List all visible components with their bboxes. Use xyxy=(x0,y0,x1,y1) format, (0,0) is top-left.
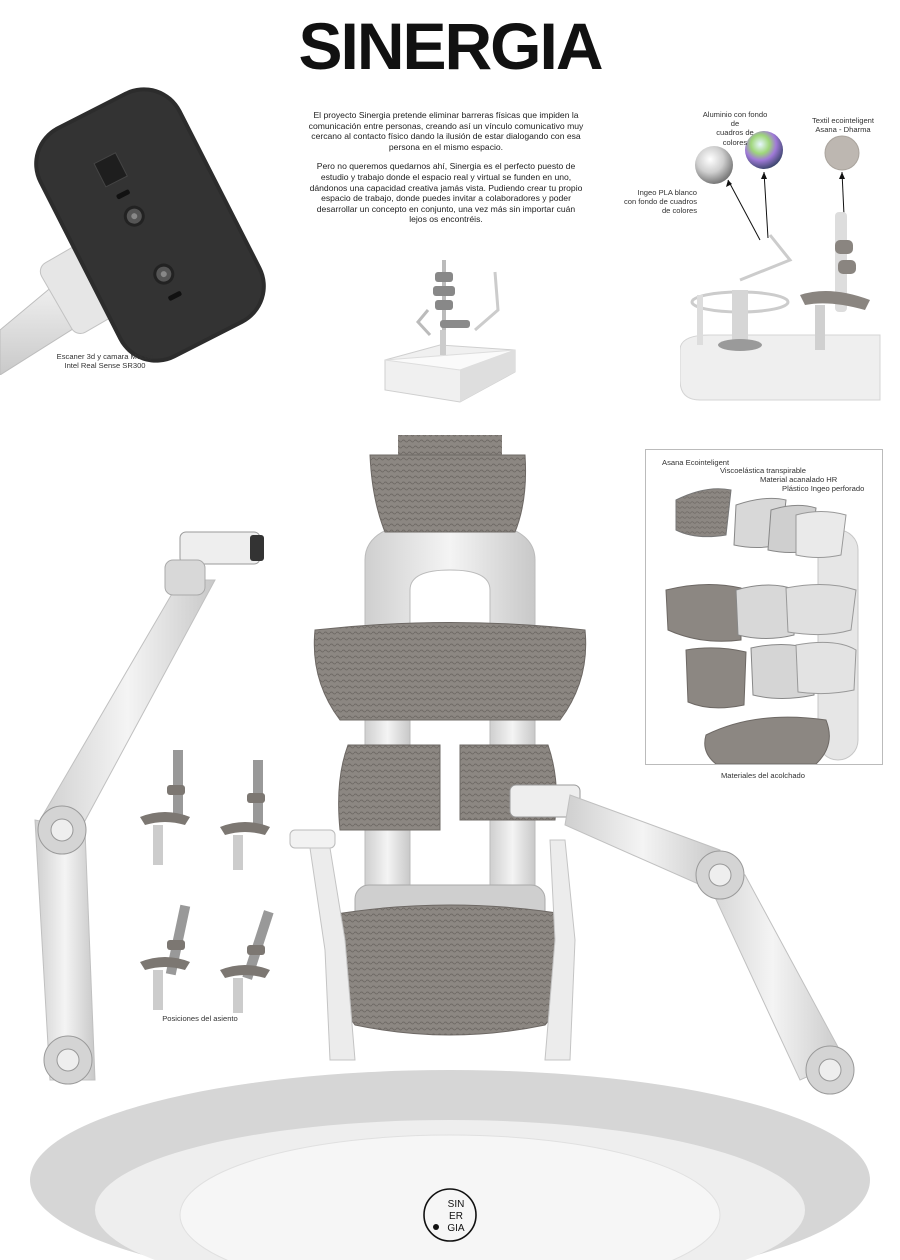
exploded-padding-image xyxy=(665,488,859,764)
intro-paragraph-1: El proyecto Sinergia pretende eliminar b… xyxy=(308,110,584,152)
scanner-camera-image xyxy=(0,87,266,375)
scanner-caption: Escaner 3d y camara Mocap Intel Real Sen… xyxy=(56,352,154,371)
material-label-viscoelastica: Viscoelástica transpirable xyxy=(720,466,806,475)
intro-paragraph-2: Pero no queremos quedarnos ahí, Sinergia… xyxy=(309,161,583,225)
main-chair-render xyxy=(30,435,870,1260)
material-label-ingeo: Plástico Ingeo perforado xyxy=(782,484,865,493)
material-label-asana: Asana Ecointeligent xyxy=(662,458,730,467)
padding-materials-panel: Asana Ecointeligent Viscoelástica transp… xyxy=(645,449,883,765)
positions-caption: Posiciones del asiento xyxy=(162,1014,238,1023)
sinergia-logo: SIN ER GIA xyxy=(423,1188,477,1242)
page-title: SINERGIA xyxy=(298,9,603,83)
material-label-acanalado: Material acanalado HR xyxy=(760,475,838,484)
intro-text: El proyecto Sinergia pretende eliminar b… xyxy=(308,110,584,234)
materials-render-image xyxy=(680,131,881,401)
seat-positions-image xyxy=(140,750,274,1013)
station-render-image xyxy=(384,260,516,403)
svg-text:SIN: SIN xyxy=(448,1199,465,1210)
ingeo-caption: Ingeo PLA blanco con fondo de cuadros de… xyxy=(623,188,697,216)
aluminio-caption: Aluminio con fondo de cuadros de colores xyxy=(702,110,768,147)
padding-caption: Materiales del acolchado xyxy=(720,771,805,780)
textil-caption: Textil ecointeligent Asana - Dharma xyxy=(811,116,875,135)
svg-text:ER: ER xyxy=(449,1211,463,1222)
svg-text:GIA: GIA xyxy=(447,1223,465,1234)
